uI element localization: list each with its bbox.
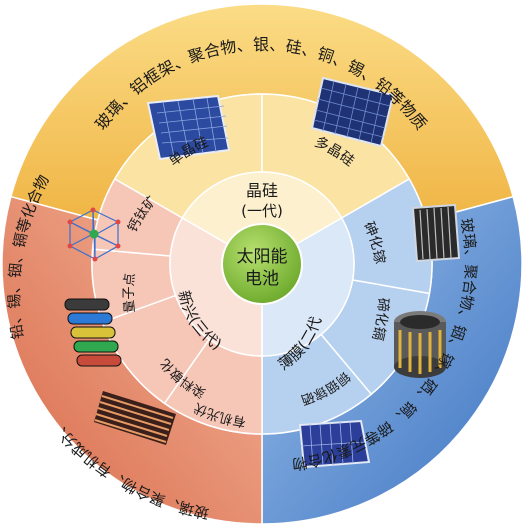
quantum-dot-label: 量子点	[122, 272, 138, 313]
cdte-label: 碲化镉	[369, 297, 392, 342]
cdte-cylinder-image	[394, 311, 446, 378]
quantum-dot-tubes-image	[64, 298, 122, 367]
organic-pv-film-image	[94, 391, 176, 445]
center-title-line2: 电池	[245, 269, 279, 289]
gaas-panel-image	[411, 203, 461, 263]
mono-silicon-panel-image	[146, 94, 231, 161]
perovskite-crystal-image	[67, 207, 121, 262]
gen1-subtitle: (一代)	[241, 202, 283, 220]
cigs-panel-image	[298, 419, 371, 469]
poly-silicon-panel-image	[310, 76, 395, 148]
center-title-line1: 太阳能	[237, 247, 288, 267]
center-hub	[221, 223, 303, 305]
gen1-title: 晶硅	[246, 181, 278, 200]
